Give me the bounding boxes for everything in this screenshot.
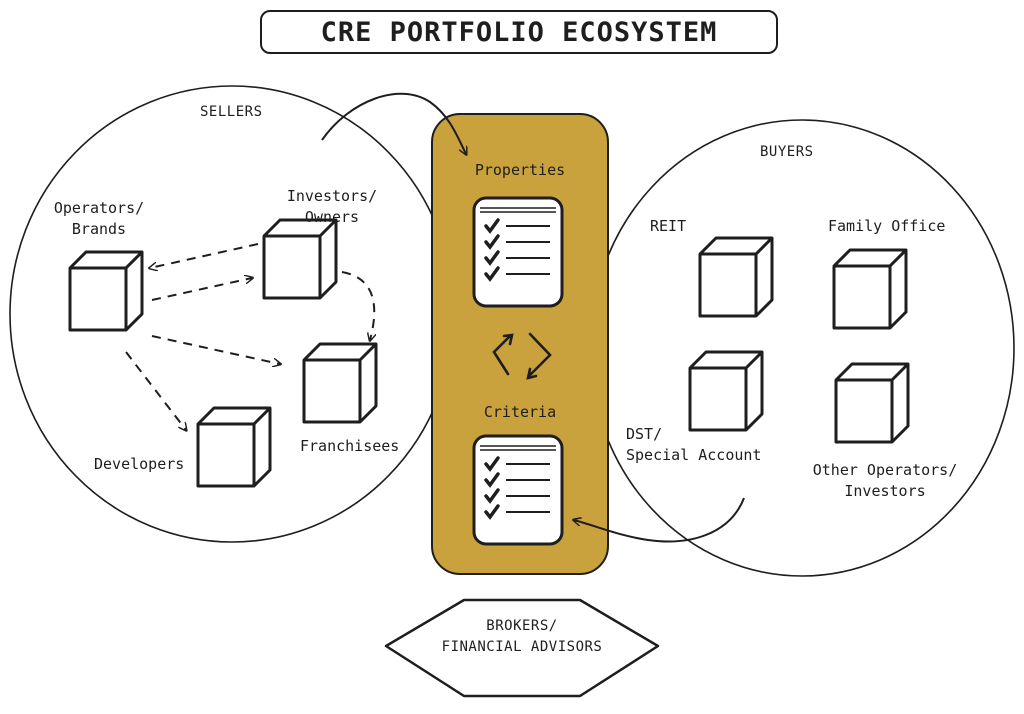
arrow-investors-to-franchisees: [341, 271, 374, 340]
brokers-diamond: [384, 598, 660, 698]
other-operators-investors-label: Other Operators/ Investors: [812, 461, 958, 500]
family-office-cube: [832, 248, 908, 330]
operators-brands-cube: [68, 250, 144, 332]
diagram-title: CRE PORTFOLIO ECOSYSTEM: [260, 10, 778, 54]
properties-label: Properties: [474, 161, 566, 179]
refresh-cycle-icon: [492, 332, 552, 380]
operators-brands-label: Operators/ Brands: [53, 199, 145, 238]
developers-label: Developers: [94, 455, 185, 473]
family-office-label: Family Office: [828, 217, 946, 235]
arrow-sellers-to-properties: [321, 92, 466, 154]
properties-checklist-icon: [472, 196, 564, 308]
arrow-operators-to-investors: [151, 278, 252, 301]
arrow-operators-to-developers: [125, 351, 186, 430]
arrow-operators-to-franchisees: [151, 335, 280, 364]
dst-special-account-cube: [688, 350, 764, 432]
arrow-investors-to-operators: [150, 243, 259, 268]
reit-label: REIT: [650, 217, 687, 235]
other-operators-investors-cube: [834, 362, 910, 444]
criteria-label: Criteria: [483, 403, 557, 421]
franchisees-cube: [302, 342, 378, 424]
buyers-group-label: BUYERS: [760, 144, 814, 160]
dst-special-account-label: DST/ Special Account: [626, 425, 762, 464]
buyers-group-circle: [589, 119, 1015, 577]
arrow-buyers-to-criteria: [574, 497, 745, 543]
investors-owners-label: Investors/ Owners: [286, 187, 378, 226]
sellers-group-label: SELLERS: [200, 104, 263, 120]
developers-cube: [196, 406, 272, 488]
franchisees-label: Franchisees: [300, 437, 400, 455]
criteria-checklist-icon: [472, 434, 564, 546]
reit-cube: [698, 236, 774, 318]
investors-owners-cube: [262, 218, 338, 300]
brokers-financial-advisors-label: BROKERS/ FINANCIAL ADVISORS: [441, 618, 603, 655]
